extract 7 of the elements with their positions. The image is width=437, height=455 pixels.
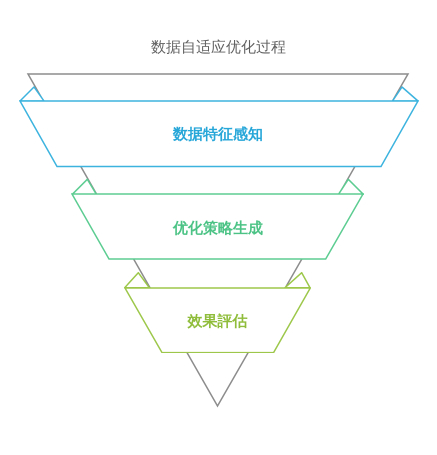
funnel-stage <box>71 193 364 260</box>
stage-label: 效果評估 <box>187 312 248 330</box>
stage-label: 数据特征感知 <box>173 125 263 143</box>
funnel-stage <box>124 286 311 354</box>
funnel-stage <box>19 100 419 168</box>
stage-label: 优化策略生成 <box>172 218 263 237</box>
diagram-title: 数据自适应优化过程 <box>151 38 286 56</box>
